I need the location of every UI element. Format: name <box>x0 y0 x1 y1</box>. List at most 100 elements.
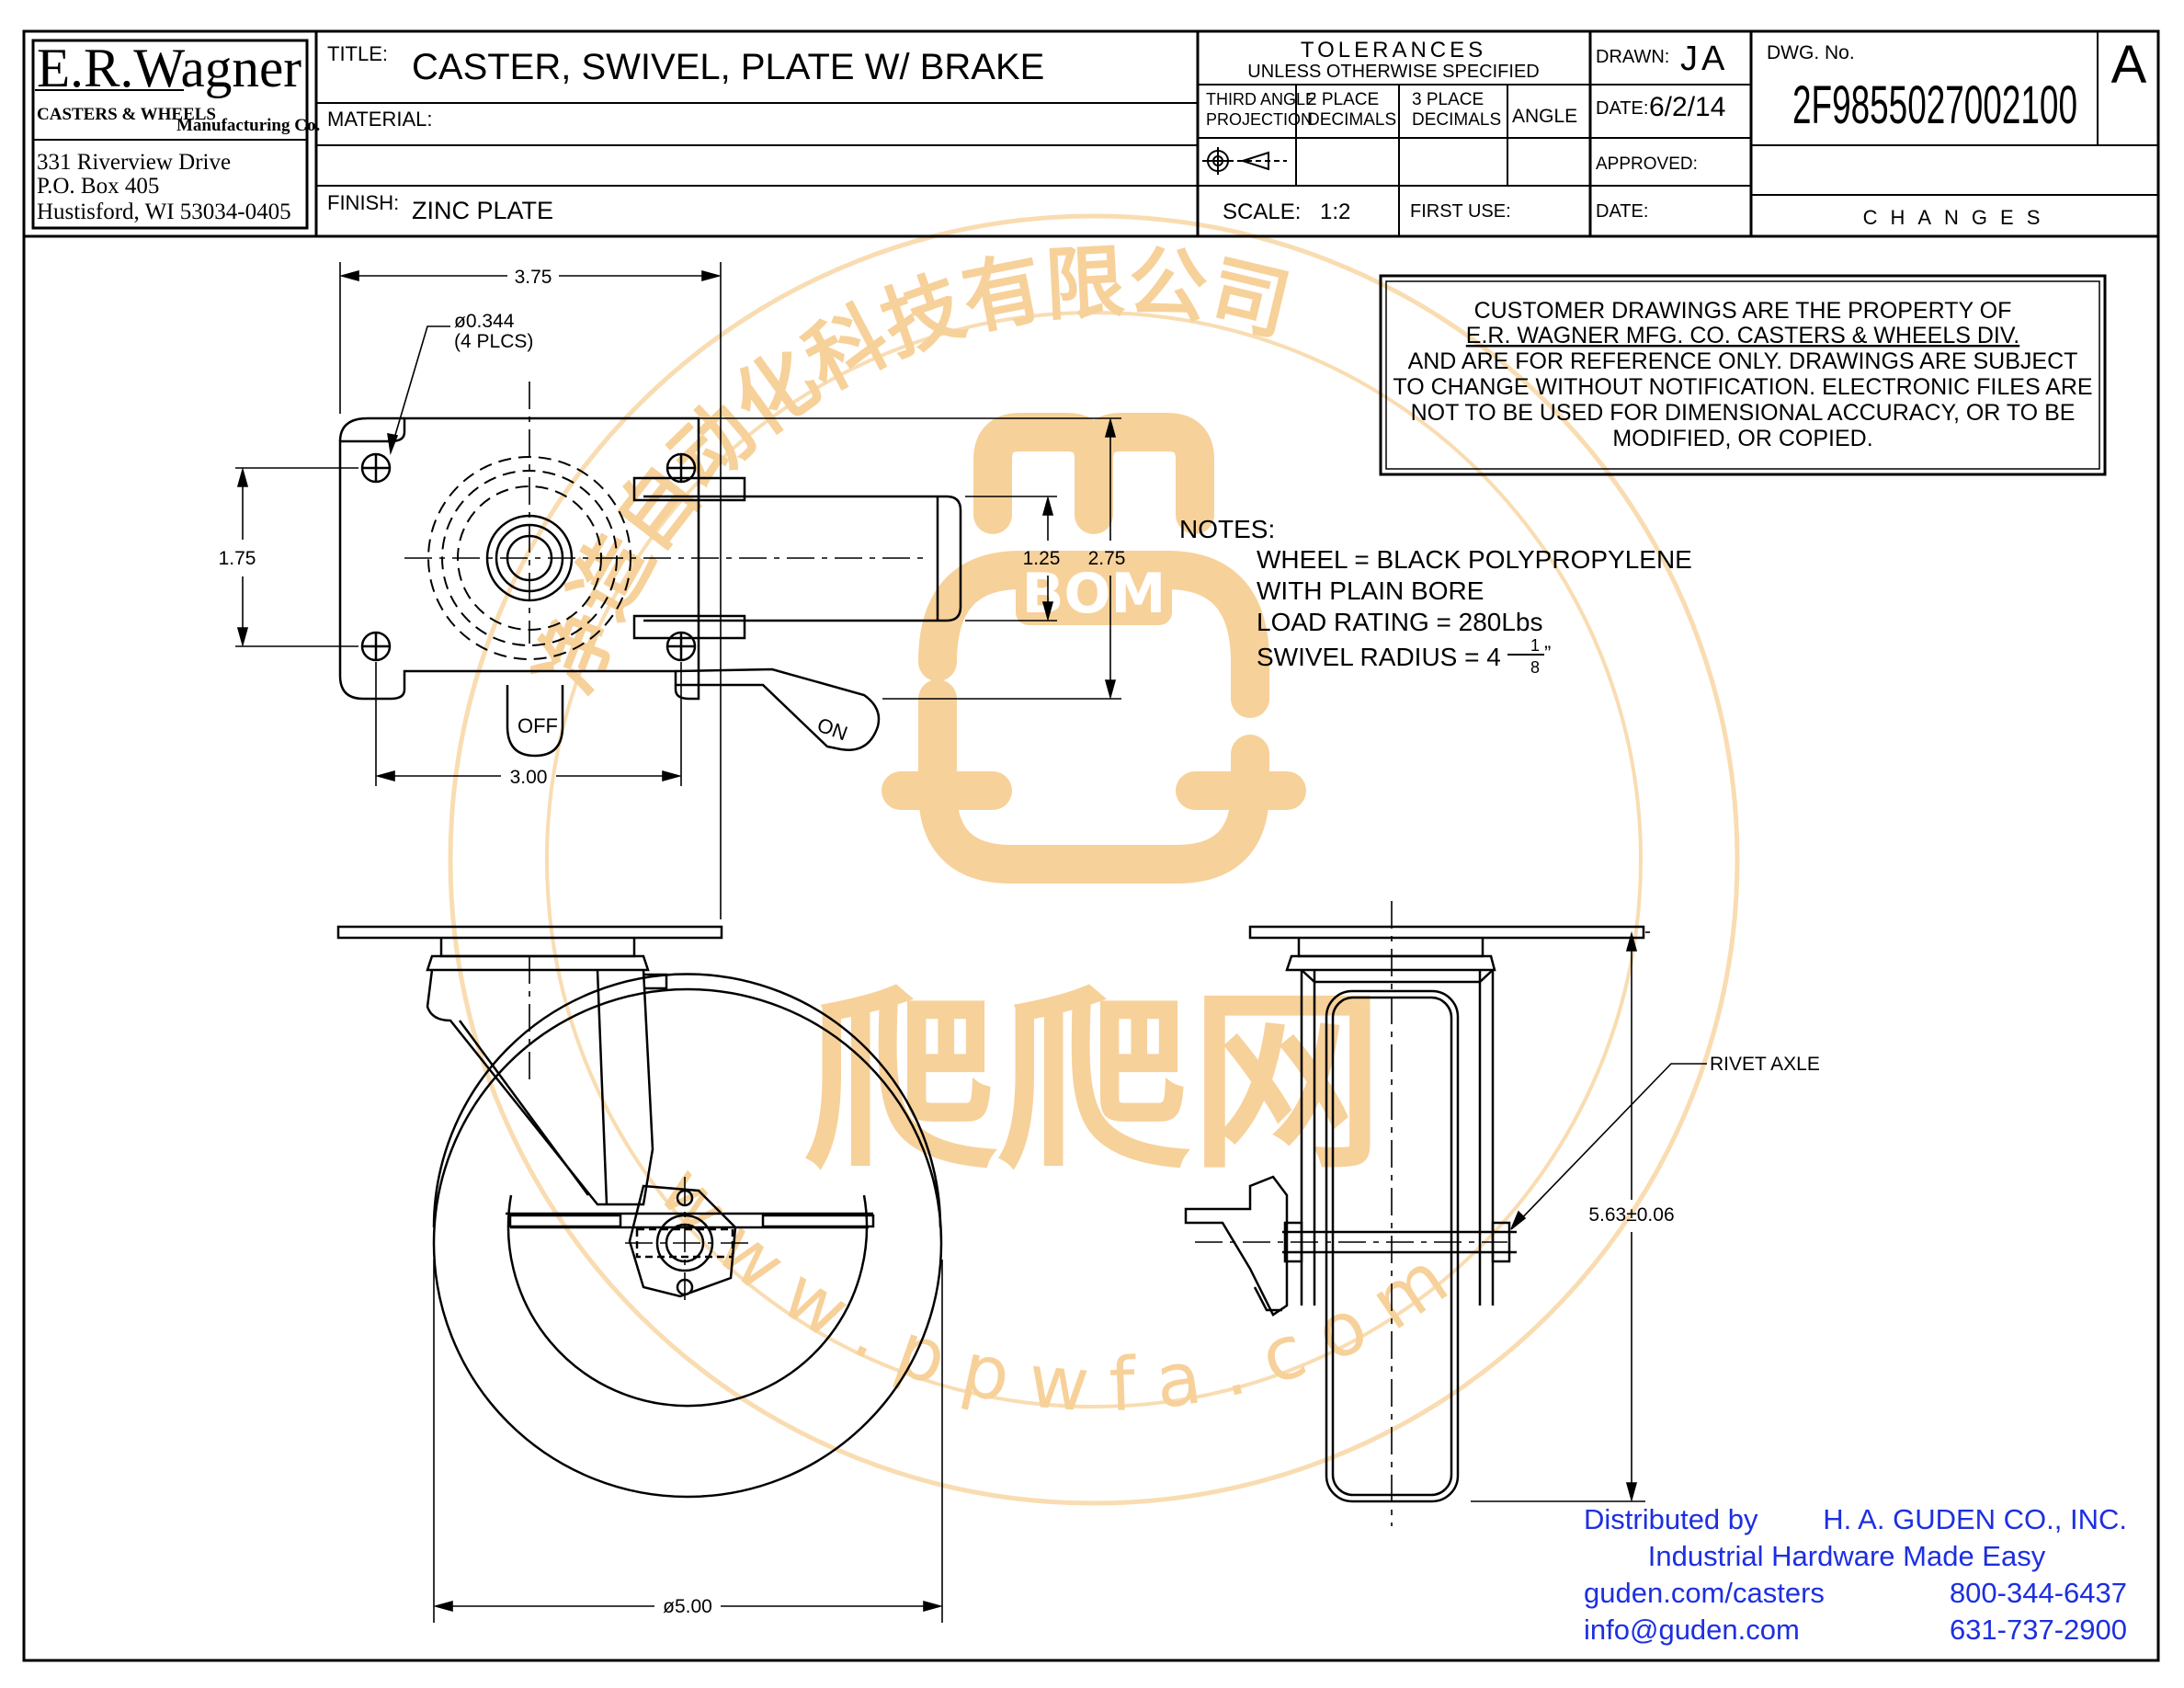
dim-hole-spacing-v: 1.75 <box>219 548 256 569</box>
company-address-1: 331 Riverview Drive <box>37 150 231 175</box>
front-view-dimensions <box>433 1260 943 1623</box>
distributor-email[interactable]: info@guden.com <box>1584 1614 1800 1646</box>
title-block <box>31 31 2158 236</box>
distributor-web[interactable]: guden.com/casters <box>1584 1577 1825 1609</box>
side-brake <box>1184 1175 1289 1317</box>
watermark-brand: 爬爬网 <box>804 970 1383 1195</box>
notes-line-1: WHEEL = BLACK POLYPROPYLENE <box>1257 545 1692 574</box>
notice-line-4: TO CHANGE WITHOUT NOTIFICATION. ELECTRON… <box>1393 374 2092 400</box>
side-plate <box>1248 925 1645 940</box>
distributor-by: Distributed by <box>1584 1503 1758 1535</box>
drawn-label: DRAWN: <box>1596 47 1669 67</box>
notes-heading: NOTES: <box>1179 515 1275 543</box>
dwg-number: 2F9855027002100 <box>1792 75 2077 135</box>
distributor-phone-1[interactable]: 800-344-6437 <box>1950 1577 2127 1609</box>
front-wheel-tread <box>432 973 942 1228</box>
changes-label: CHANGES <box>1863 206 2053 229</box>
date-label: DATE: <box>1596 98 1648 119</box>
notes-fraction-num: 1 <box>1530 636 1540 655</box>
property-notice-inner <box>1385 280 2100 470</box>
title-value: CASTER, SWIVEL, PLATE W/ BRAKE <box>412 47 1044 87</box>
two-place-line-1: 2 PLACE <box>1307 90 1379 109</box>
side-view-dimensions <box>1471 931 1707 1502</box>
three-place-line-2: DECIMALS <box>1412 110 1501 130</box>
front-view-centerlines <box>529 956 754 1306</box>
notice-line-2: E.R. WAGNER MFG. CO. CASTERS & WHEELS DI… <box>1466 323 2019 348</box>
front-wheel-rim <box>506 1194 869 1408</box>
dwg-label: DWG. No. <box>1767 42 1855 63</box>
third-angle-projection-icon <box>1202 147 1287 175</box>
front-view <box>336 925 943 1499</box>
notice-line-3: AND ARE FOR REFERENCE ONLY. DRAWINGS ARE… <box>1408 348 2078 374</box>
front-fork-leg <box>426 969 654 1206</box>
dim-plate-width: 3.75 <box>515 267 552 288</box>
tolerances-sub: UNLESS OTHERWISE SPECIFIED <box>1247 62 1539 82</box>
watermark-outer-ring <box>448 213 1740 1506</box>
revision-letter: A <box>2111 35 2147 95</box>
distributor-name: H. A. GUDEN CO., INC. <box>1823 1503 2127 1535</box>
brake-off-tab <box>506 685 564 758</box>
company-tag-left: CASTERS & WHEELS <box>37 105 216 124</box>
side-axle <box>1282 1230 1517 1254</box>
dim-hole-count: (4 PLCS) <box>454 331 533 352</box>
brake-pedal-outline <box>675 667 881 751</box>
date2-label: DATE: <box>1596 201 1648 222</box>
notice-line-6: MODIFIED, OR COPIED. <box>1612 426 1872 451</box>
distributor-slogan: Industrial Hardware Made Easy <box>1648 1540 2046 1572</box>
approved-label: APPROVED: <box>1596 154 1698 174</box>
front-wheel <box>432 987 943 1499</box>
dim-hole-dia: ø0.344 <box>454 311 515 332</box>
dim-wheel-dia: ø5.00 <box>663 1596 712 1617</box>
sheet-border <box>22 29 2160 1662</box>
top-view-centerlines <box>404 382 928 644</box>
date-value: 6/2/14 <box>1649 92 1725 122</box>
dim-plate-height: 2.75 <box>1088 548 1126 569</box>
tolerances-title: TOLERANCES <box>1301 38 1486 63</box>
top-view-dimensions <box>235 262 1121 919</box>
watermark-inner-ring <box>545 311 1643 1409</box>
top-plate-outline <box>338 416 700 701</box>
top-fork-arm <box>643 495 962 622</box>
scale-label: SCALE: <box>1223 200 1301 224</box>
notice-line-1: CUSTOMER DRAWINGS ARE THE PROPERTY OF <box>1474 298 2012 324</box>
dim-overall-height: 5.63±0.06 <box>1588 1204 1674 1226</box>
notes-fraction-suffix: ” <box>1544 642 1551 665</box>
watermark-badge-text: BOM <box>1022 562 1166 626</box>
property-notice-box <box>1379 274 2107 476</box>
dim-hole-spacing-h: 3.00 <box>510 767 548 788</box>
finish-value: ZINC PLATE <box>412 197 553 224</box>
first-use-label: FIRST USE: <box>1410 201 1511 222</box>
brake-off-label: OFF <box>518 714 558 737</box>
projection-line-2: PROJECTION <box>1206 110 1313 129</box>
projection-line-1: THIRD ANGLE <box>1206 90 1316 108</box>
rivet-axle-label: RIVET AXLE <box>1710 1054 1820 1075</box>
material-label: MATERIAL: <box>327 108 433 131</box>
company-address-3: Hustisford, WI 53034-0405 <box>37 200 291 224</box>
finish-label: FINISH: <box>327 191 399 214</box>
two-place-line-2: DECIMALS <box>1307 110 1396 130</box>
angle-label: ANGLE <box>1512 106 1577 127</box>
title-label: TITLE: <box>327 42 388 65</box>
side-view <box>1184 925 1645 1503</box>
three-place-line-1: 3 PLACE <box>1412 90 1484 109</box>
notes-line-4: SWIVEL RADIUS = 4 <box>1257 643 1501 671</box>
front-hub <box>628 1184 737 1298</box>
drawn-value: JA <box>1680 40 1728 78</box>
distributor-phone-2[interactable]: 631-737-2900 <box>1950 1614 2127 1646</box>
notes-line-3: LOAD RATING = 280Lbs <box>1257 608 1543 636</box>
company-address-2: P.O. Box 405 <box>37 174 159 199</box>
dim-inner-height: 1.25 <box>1023 548 1061 569</box>
company-tag-right: Manufacturing Co. <box>176 116 320 135</box>
watermark-badge <box>1016 552 1172 625</box>
scale-value: 1:2 <box>1320 200 1350 224</box>
side-fork <box>1300 970 1495 1306</box>
side-view-centerlines <box>1195 901 1507 1526</box>
notes-line-2: WITH PLAIN BORE <box>1257 576 1484 605</box>
notice-line-5: NOT TO BE USED FOR DIMENSIONAL ACCURACY,… <box>1411 400 2076 426</box>
company-logo: E.R.Wagner <box>37 38 301 98</box>
company-box <box>31 39 309 230</box>
front-plate <box>336 925 723 940</box>
watermark-robot-icon <box>882 413 1306 884</box>
notes-fraction-den: 8 <box>1530 658 1540 677</box>
